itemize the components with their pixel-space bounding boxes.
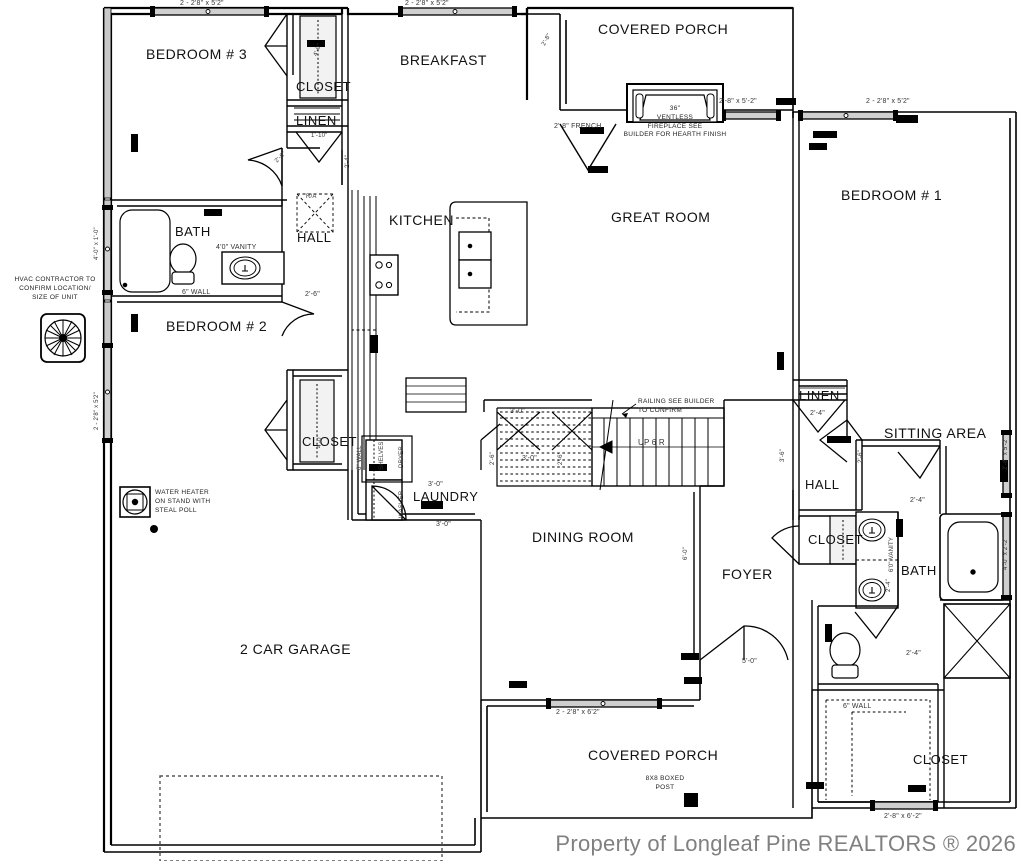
door-leaves [131,40,1008,792]
dim-door-closet-bed2: 4'-0" [317,435,323,448]
dim-wall-bath-hall: 6" WALL [182,289,211,296]
room-label-kitchen: KITCHEN [389,212,454,228]
note-fireplace: 36" VENTLESS FIREPLACE SEE BUILDER FOR H… [623,105,727,139]
dim-door-laundry-side: 2'-6" [490,452,496,465]
dim-win-bath-left: 4'-0" x 1'-0" [94,227,100,260]
note-boxed-post: 8X8 BOXED POST [645,775,685,791]
dim-win-bed3-top: 2 - 2'8" x 5'2" [180,0,224,7]
fireplace-icon [626,83,724,123]
dim-door-bath-closet: 2'-4" [906,650,921,657]
room-label-foyer: FOYER [722,566,773,582]
note-railing: RAILING SEE BUILDER TO CONFIRM [638,398,715,414]
dim-vanity-bath-hall: 4'0" VANITY [216,244,257,251]
dim-door-closet-right: 2'-4" [886,579,892,592]
watermark: Property of Longleaf Pine REALTORS ® 202… [555,831,1016,856]
room-label-sitting-area: SITTING AREA [884,425,987,441]
dim-shelves-laundry: SHELVES [379,441,385,470]
railing-leader [621,403,637,418]
dim-door-laundry: 3'-0" [436,521,451,528]
dim-dining-wall: 6'-0" [683,547,689,560]
dim-vanity-master: 6'0" VANITY [889,536,895,572]
room-label-covered-porch-top: COVERED PORCH [598,21,729,37]
doors [247,13,941,661]
room-label-breakfast: BREAKFAST [400,52,487,68]
room-label-garage: 2 CAR GARAGE [240,641,352,657]
dim-win-breakfast-top: 2 - 2'8" x 5'2" [405,0,449,7]
dim-win-bed1-top: 2 - 2'8" x 5'2" [866,98,910,105]
room-label-bath-master: BATH [901,563,937,578]
dim-door-hall-right: 3'-6" [780,449,786,462]
room-label-bedroom-2: BEDROOM # 2 [166,318,268,334]
room-label-covered-porch-bottom: COVERED PORCH [588,747,719,763]
dim-win-porch-bottom: 2 - 2'8" x 6'2" [556,709,600,716]
water-heater-icon [119,486,158,533]
walls-interior [111,8,1011,808]
structure-outline [104,7,1017,853]
posts [684,793,698,807]
room-label-closet-hall-right: CLOSET [808,532,864,547]
dim-door-stairs-top: 3'-0" [510,408,525,415]
dim-wall-master-bath: 6" WALL [843,703,872,710]
dim-door-dining: 2'-6" [558,452,564,465]
room-label-closet-bed2: CLOSET [302,434,358,449]
dim-door-sitting: 2'-6" [858,450,864,463]
room-label-bedroom-1: BEDROOM # 1 [841,187,943,203]
room-label-linen-bed3: LINEN [296,113,337,128]
dim-win-great-right: 2'-8" x 5'-2" [719,98,757,105]
room-label-laundry: LAUNDRY [413,489,479,504]
room-label-bedroom-3: BEDROOM # 3 [146,46,248,62]
room-label-bath-hall: BATH [175,224,211,239]
room-label-linen-master: LINEN [799,388,840,403]
garage-slab [159,775,443,861]
room-label-closet-master: CLOSET [913,752,969,767]
dim-door-garage: 3'-0" [428,481,443,488]
dim-door-stairs-mid: 3'-0" [522,455,537,462]
room-label-dining-room: DINING ROOM [532,529,634,545]
dim-dryer-label: DRYER [399,446,405,468]
hvac-unit-icon [40,313,86,363]
dim-win-bed2-left: 2 - 2'8" x 5'2" [94,392,100,430]
dim-stairs-up: UP 6 R [638,438,665,447]
dim-wall-laundry: 6" WALL [357,445,363,470]
room-label-closet-bed3: CLOSET [296,79,352,94]
room-label-hall-right: HALL [805,477,840,492]
dim-win-bath-right: 4'-0" x 2'-2" [1003,537,1009,570]
windows [102,6,1012,811]
room-label-great-room: GREAT ROOM [611,209,711,225]
dim-win-sitting-right: 2'-8" x 5'-2" [1003,437,1009,470]
dim-door-hall-linen: 2'-4" [810,410,825,417]
dim-ra-hall: R/A [306,194,317,200]
dim-door-bed2: 2'-6" [305,291,320,298]
dim-win-master-closet: 2'-8" x 6'-2" [884,813,922,820]
room-label-hall-left: HALL [297,230,332,245]
dim-door-french-porch: 2'-8" FRENCH [554,123,602,130]
dim-door-hall-left: 2'-4" [345,155,351,168]
dim-door-linen-bed3: 1'-10" [311,133,328,139]
dim-washer-label: WASHER [399,490,405,518]
dim-door-front: 5'-0" [742,658,757,665]
note-water-heater: WATER HEATER ON STAND WITH STEAL POLL [155,489,211,514]
note-hvac: HVAC CONTRACTOR TO CONFIRM LOCATION/ SIZ… [14,276,96,301]
dim-door-bath-master: 2'-4" [910,497,925,504]
